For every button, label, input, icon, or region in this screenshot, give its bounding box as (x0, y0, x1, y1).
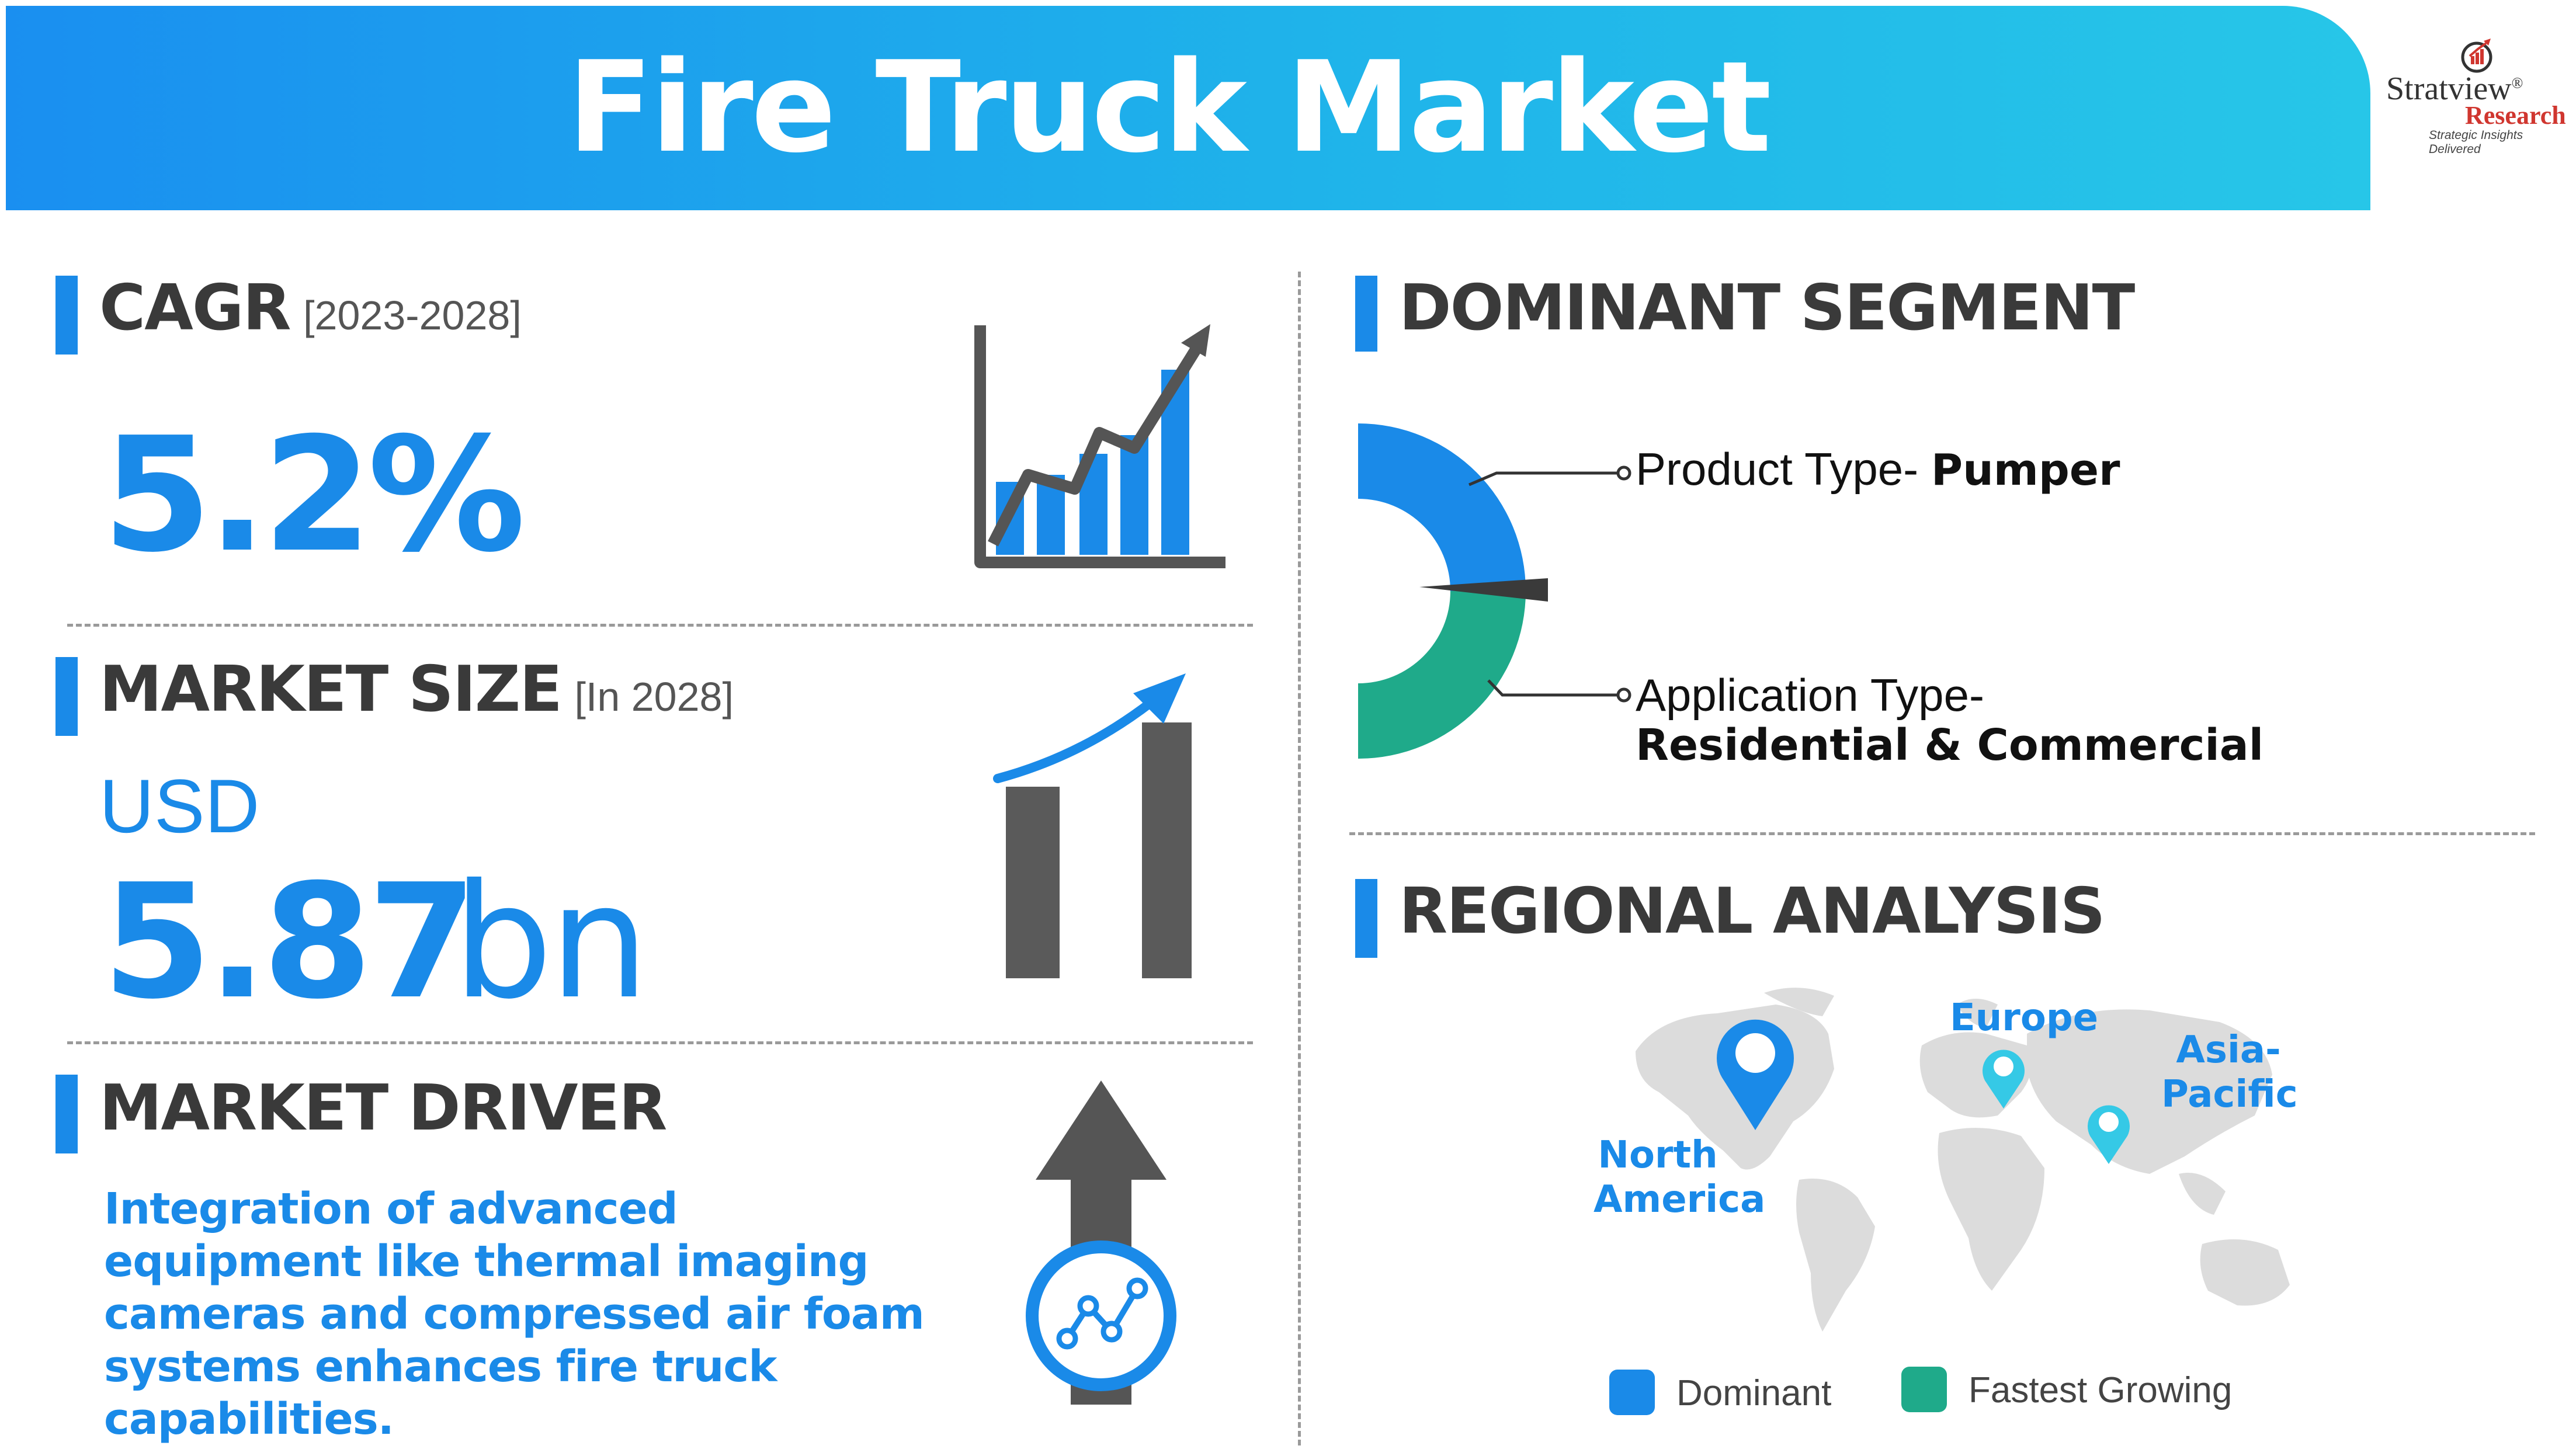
market-driver-accent-bar (55, 1075, 78, 1153)
market-driver-heading: MARKET DRIVER (99, 1072, 667, 1145)
logo-target-icon (2461, 39, 2492, 73)
legend-fastest-swatch (1901, 1367, 1947, 1412)
divider-segment (1349, 832, 2535, 835)
bar-growth-icon (993, 673, 1192, 978)
divider-market-size (67, 1041, 1253, 1044)
cagr-heading: CAGR [2023-2028] (99, 272, 522, 345)
application-type-label: Application Type- (1636, 669, 1984, 721)
divider-vertical (1298, 272, 1301, 1445)
dominant-segment-heading: DOMINANT SEGMENT (1399, 272, 2135, 345)
market-size-currency: USD (99, 763, 260, 849)
logo-tagline: Strategic Insights Delivered (2429, 128, 2523, 156)
segment-pointer (1419, 578, 1548, 602)
legend-fastest-label: Fastest Growing (1969, 1370, 2233, 1410)
segment-product-arc (1358, 423, 1526, 591)
cagr-value: 5.2% (102, 403, 526, 587)
product-type-label: Product Type- Pumper (1636, 443, 2120, 495)
market-size-accent-bar (55, 657, 78, 736)
dominant-segment-accent-bar (1355, 276, 1377, 352)
segment-application-arc (1358, 591, 1526, 759)
north-america-pin-icon (1717, 1019, 1794, 1130)
segment-donut-chart (1358, 423, 1631, 759)
regional-analysis-accent-bar (1355, 879, 1377, 958)
logo-sub: Research (2465, 101, 2566, 130)
legend-dominant-swatch (1609, 1370, 1655, 1415)
stratview-logo (2383, 35, 2570, 158)
market-driver-text: Integration of advanced equipment like t… (104, 1184, 925, 1444)
divider-cagr (67, 624, 1253, 627)
growth-chart-icon (974, 324, 1225, 568)
regional-analysis-heading: REGIONAL ANALYSIS (1399, 875, 2105, 948)
application-type-value: Residential & Commercial (1636, 720, 2264, 770)
region-europe: Europe (1950, 996, 2099, 1040)
asia-pacific-pin-icon (2088, 1105, 2130, 1164)
region-north-america: North America (1593, 1134, 1766, 1221)
legend-dominant-label: Dominant (1676, 1373, 1832, 1413)
cagr-accent-bar (55, 276, 78, 355)
europe-pin-icon (1983, 1050, 2025, 1109)
market-size-unit: bn (453, 850, 650, 1034)
market-size-heading: MARKET SIZE [In 2028] (99, 653, 734, 726)
page-title: Fire Truck Market (567, 34, 1772, 180)
logo-name: Stratview® (2386, 71, 2523, 107)
market-size-value: 5.87 (102, 850, 477, 1034)
header-banner (6, 6, 2370, 210)
region-asia-pacific: Asia- Pacific (2161, 1028, 2298, 1116)
upward-arrow-icon (1026, 1080, 1176, 1405)
